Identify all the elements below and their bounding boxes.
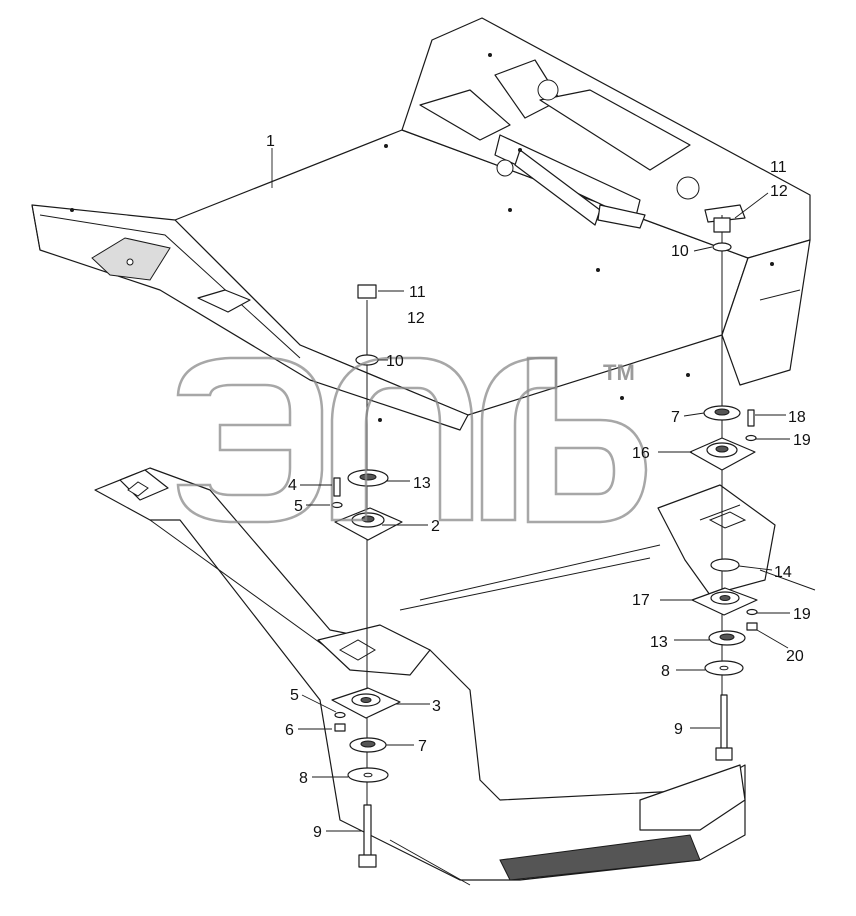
leader-lines: [271, 148, 790, 832]
lower-frame: [94, 467, 816, 886]
callout-10-right: 10: [671, 243, 689, 260]
callout-1: 1: [266, 133, 275, 150]
callout-13-left: 13: [413, 475, 431, 492]
bolt-4: [333, 477, 341, 497]
callout-3: 3: [432, 698, 441, 715]
callout-5-lower: 5: [290, 687, 299, 704]
right-mount-stack: [689, 215, 758, 761]
callout-11-right: 11: [770, 159, 787, 176]
callout-11-left: 11: [409, 284, 426, 301]
callout-9-left: 9: [313, 824, 322, 841]
callout-9-right: 9: [674, 721, 683, 738]
callout-8-right: 8: [661, 663, 670, 680]
nut-20: [746, 622, 758, 631]
bolt-9-left: [363, 804, 372, 858]
washer-5-lower: [334, 711, 346, 719]
callout-12-right: 12: [770, 183, 788, 200]
callout-17: 17: [632, 592, 650, 609]
callout-6: 6: [285, 722, 294, 739]
callout-2: 2: [431, 518, 440, 535]
callout-20: 20: [786, 648, 804, 665]
callout-16: 16: [632, 445, 650, 462]
watermark-logo: TM: [176, 356, 648, 524]
spacer-14: [710, 558, 740, 572]
washer-19-lower: [746, 608, 758, 616]
callout-7-right: 7: [671, 409, 680, 426]
washer-19-upper: [745, 434, 757, 442]
callout-4: 4: [288, 477, 297, 494]
callout-18: 18: [788, 409, 806, 426]
nut-11-right: [713, 217, 731, 233]
bolt-9-right: [720, 694, 728, 751]
callout-labels: 1 11 12 10 13 4 5 2 5 3 6 7 8 9 11 12 10…: [266, 133, 811, 841]
callout-8-left: 8: [299, 770, 308, 787]
callout-19-upper: 19: [793, 432, 811, 449]
callout-19-lower: 19: [793, 606, 811, 623]
callout-13-right: 13: [650, 634, 668, 651]
callout-5-upper: 5: [294, 498, 303, 515]
callout-14: 14: [774, 564, 792, 581]
callout-12-left: 12: [407, 310, 425, 327]
washer-5-upper: [331, 501, 343, 509]
nut-6: [334, 723, 346, 732]
washer-10-right: [712, 242, 732, 252]
callout-10-left: 10: [386, 353, 404, 370]
bolt-18: [747, 409, 755, 427]
nut-11-left: [357, 284, 377, 299]
platform-frame: [31, 17, 811, 431]
trademark-symbol: TM: [603, 360, 635, 385]
callout-7-left: 7: [418, 738, 427, 755]
